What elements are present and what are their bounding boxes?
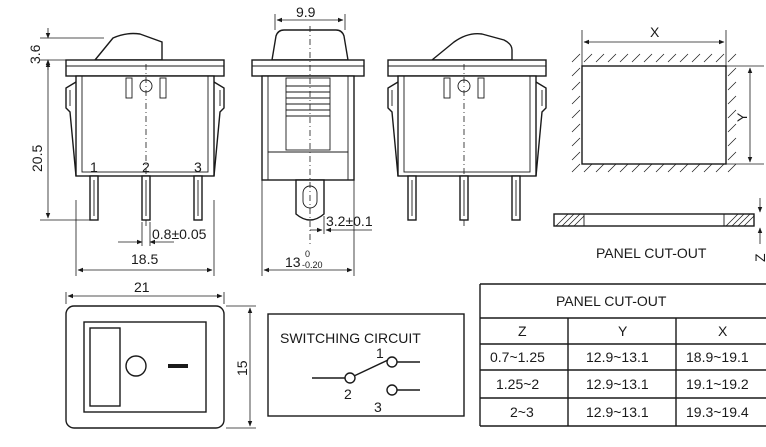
rocker-side-a (89, 327, 121, 407)
front-view-right (387, 32, 547, 226)
cutout-table: PANEL CUT-OUT Z Y X 0.7~1.25 12.9~13.1 1… (479, 283, 766, 427)
mounting-flange (65, 59, 225, 77)
switching-circuit: SWITCHING CIRCUIT 1 2 3 (267, 313, 465, 417)
side-body (261, 75, 355, 181)
table-header-z: Z (518, 323, 527, 339)
circuit-label-2: 2 (344, 386, 352, 402)
table-header-y: Y (618, 323, 628, 339)
table-cell: 12.9~13.1 (586, 349, 649, 365)
side-view: 9.9 3.2±0.1 13 0 -0.20 (251, 4, 373, 276)
contact-1-icon (386, 356, 398, 368)
common-terminal-icon (344, 372, 356, 384)
table-cell: 0.7~1.25 (490, 349, 545, 365)
dim-front-width: 21 (134, 279, 150, 295)
pin-label-2: 2 (142, 159, 150, 175)
dim-side-width: 13 (285, 254, 301, 270)
circuit-label-3: 3 (374, 399, 382, 415)
contact-3-icon (386, 384, 398, 396)
dim-side-pin-offset: 3.2±0.1 (326, 213, 373, 229)
cutout-caption: PANEL CUT-OUT (596, 245, 707, 261)
dim-actuator-height: 3.6 (27, 44, 43, 64)
cutout-hatching (571, 53, 737, 173)
pin-label-1: 1 (90, 159, 98, 175)
snap-spring-left (65, 81, 77, 177)
dim-side-width-tol-lower: -0.20 (302, 260, 323, 270)
table-cell: 18.9~19.1 (686, 349, 749, 365)
panel-section (553, 213, 755, 227)
off-symbol-icon (125, 355, 147, 377)
panel-cutout-view: X (553, 24, 766, 262)
dim-front-height: 15 (234, 360, 250, 376)
table-cell: 19.3~19.4 (686, 404, 749, 420)
table-cell: 1.25~2 (496, 376, 539, 392)
snap-spring-right (213, 81, 225, 177)
cutout-y-label: Y (734, 112, 750, 122)
table-cell: 12.9~13.1 (586, 376, 649, 392)
dim-pin-width: 0.8±0.05 (152, 226, 207, 242)
pin-label-3: 3 (194, 159, 202, 175)
cutout-x-label: X (650, 24, 660, 40)
table-cell: 12.9~13.1 (586, 404, 649, 420)
table-title: PANEL CUT-OUT (556, 293, 667, 309)
dim-pin-spacing: 18.5 (131, 251, 158, 267)
table-header-x: X (718, 323, 728, 339)
on-symbol-icon (168, 364, 188, 368)
dim-body-height: 20.5 (29, 145, 45, 172)
table-cell: 2~3 (510, 404, 534, 420)
rocker-actuator-mirrored (430, 32, 513, 61)
front-view-left: 1 2 3 3.6 20.5 0.8±0.05 18.5 (27, 28, 225, 276)
rocker-actuator (93, 32, 163, 61)
dim-top-width: 9.9 (296, 4, 316, 20)
side-flange (251, 59, 365, 77)
cutout-opening (581, 65, 727, 165)
table-cell: 19.1~19.2 (686, 376, 749, 392)
circuit-title: SWITCHING CIRCUIT (280, 330, 421, 346)
cutout-z-label: Z (752, 253, 766, 262)
front-face-view: 21 15 (65, 279, 256, 429)
circuit-box (267, 313, 465, 417)
dim-side-width-tol-upper: 0 (305, 249, 310, 259)
circuit-label-1: 1 (376, 345, 384, 361)
